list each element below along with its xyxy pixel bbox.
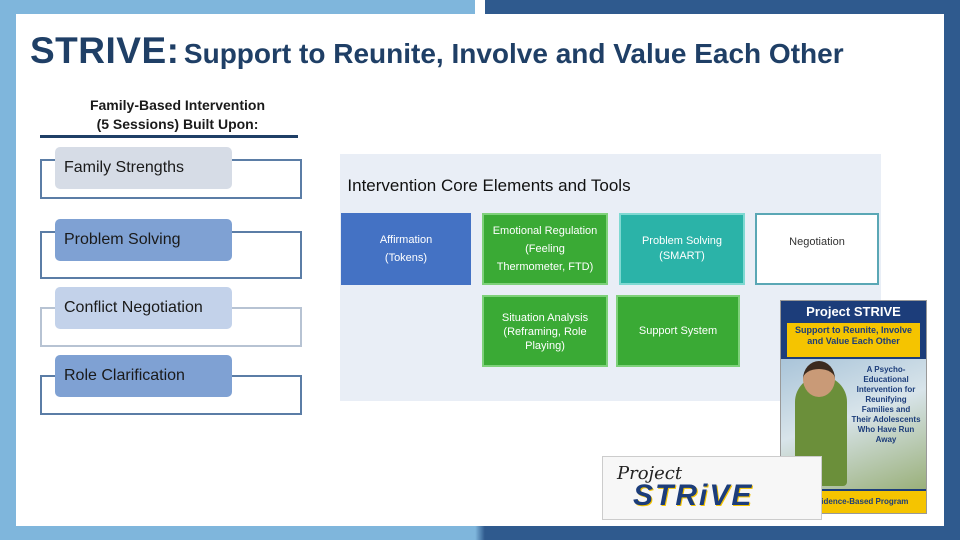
title-acronym: STRIVE:: [30, 30, 180, 71]
tile-situation-analysis[interactable]: Situation Analysis (Reframing, Role Play…: [482, 295, 608, 367]
strength-label: Conflict Negotiation: [64, 299, 203, 316]
strength-role-clarification[interactable]: Role Clarification: [55, 355, 232, 397]
book-subtitle: Support to Reunite, Involve and Value Ea…: [787, 323, 920, 357]
strength-label: Role Clarification: [64, 367, 185, 384]
top-bar-right: [485, 0, 960, 14]
tile-line: Problem Solving: [641, 235, 723, 247]
tile-line: (SMART): [659, 250, 705, 262]
tile-negotiation[interactable]: Negotiation: [755, 213, 879, 285]
tile-line: (Feeling: [525, 243, 565, 255]
tile-support-system[interactable]: Support System: [616, 295, 740, 367]
core-title-text: Intervention Core Elements and Tools: [347, 176, 631, 195]
logo-strive-text: STRiVE: [633, 479, 754, 512]
tile-line: Negotiation: [789, 236, 845, 248]
tile-line: Emotional Regulation: [492, 225, 598, 237]
tile-line: Affirmation: [379, 234, 433, 246]
subtitle-line-2: (5 Sessions) Built Upon:: [96, 116, 259, 132]
tile-emotional-regulation[interactable]: Emotional Regulation (Feeling Thermomete…: [482, 213, 608, 285]
tile-affirmation[interactable]: Affirmation (Tokens): [341, 213, 471, 285]
tile-line: (Reframing, Role: [503, 326, 587, 338]
project-strive-logo: Project STRiVE: [602, 456, 822, 520]
book-title: Project STRIVE: [781, 301, 926, 323]
tile-line: Playing): [525, 340, 565, 352]
strength-label: Family Strengths: [64, 159, 185, 176]
core-elements-title: Intervention Core Elements and Tools: [340, 176, 960, 196]
book-description: A Psycho-Educational Intervention for Re…: [851, 365, 921, 444]
strength-label: Problem Solving: [64, 231, 181, 248]
tile-line: Situation Analysis: [501, 312, 589, 324]
subtitle-underline: [40, 135, 298, 138]
tile-problem-solving[interactable]: Problem Solving (SMART): [619, 213, 745, 285]
tile-line: (Tokens): [384, 252, 428, 264]
strength-family[interactable]: Family Strengths: [55, 147, 232, 189]
subtitle-line-1: Family-Based Intervention: [89, 97, 266, 113]
left-border: [0, 0, 16, 540]
top-bar-left: [0, 0, 475, 14]
title-expansion: Support to Reunite, Involve and Value Ea…: [183, 38, 844, 69]
tile-line: Support System: [638, 325, 718, 337]
book-person-head: [803, 361, 835, 397]
slide-title: STRIVE: Support to Reunite, Involve and …: [30, 30, 844, 72]
right-border: [944, 0, 960, 540]
tile-line: Thermometer, FTD): [496, 261, 594, 273]
logo-project-text: Project: [617, 463, 683, 484]
intervention-subtitle: Family-Based Intervention (5 Sessions) B…: [40, 96, 315, 134]
bottom-border: [0, 526, 960, 540]
strength-problem-solving[interactable]: Problem Solving: [55, 219, 232, 261]
strength-conflict-negotiation[interactable]: Conflict Negotiation: [55, 287, 232, 329]
